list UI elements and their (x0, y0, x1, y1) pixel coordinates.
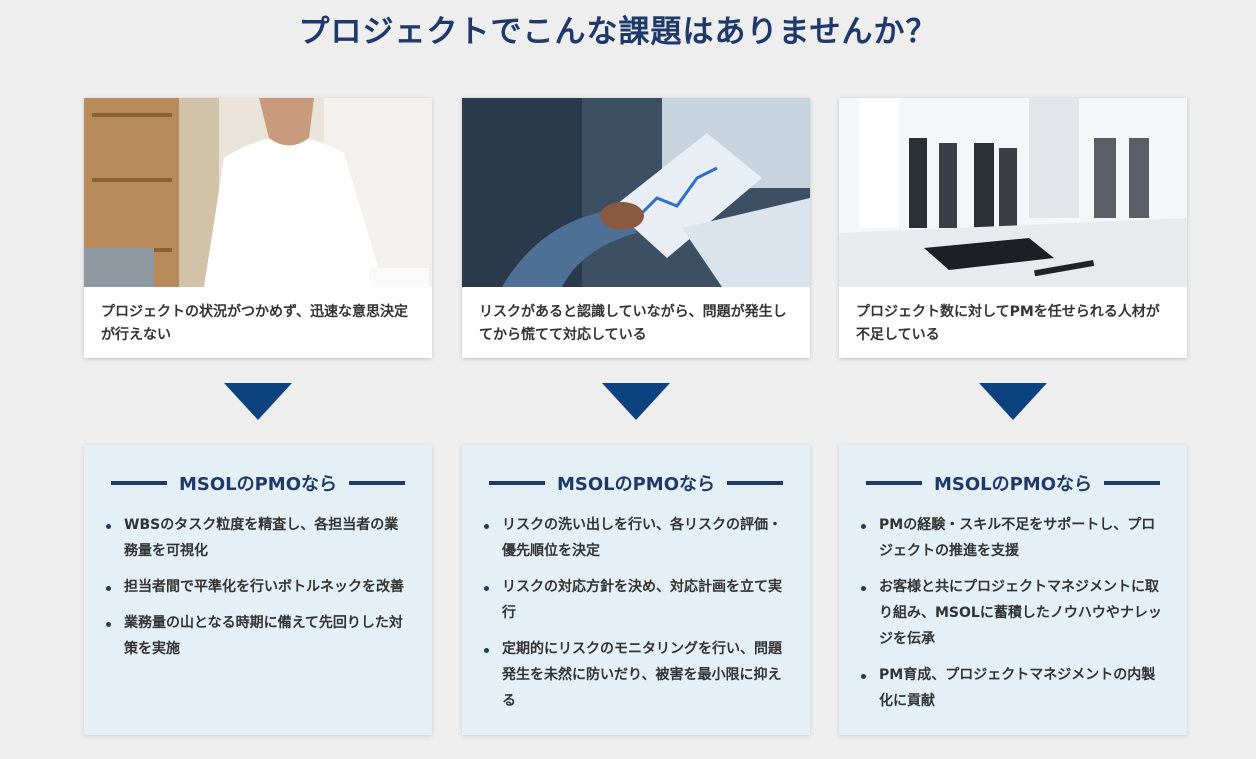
issue-column-3: プロジェクト数に対してPMを任せられる人材が不足している MSOLのPMOなら … (839, 98, 1187, 735)
bullet-icon (861, 674, 866, 679)
solution-title: MSOLのPMOなら (178, 474, 338, 495)
office-meeting-photo (839, 98, 1187, 287)
bullet-icon (861, 586, 866, 591)
solution-heading: MSOLのPMOなら (84, 470, 432, 496)
heading-line-right (349, 481, 406, 485)
page-title: プロジェクトでこんな課題はありませんか？ (298, 14, 938, 50)
heading-line-right (1104, 481, 1161, 485)
down-arrow-icon (979, 383, 1047, 420)
bullet-icon (484, 648, 489, 653)
down-arrow-icon (224, 383, 292, 420)
solution-box: MSOLのPMOなら PMの経験・スキル不足をサポートし、プロジェクトの推進を支… (839, 445, 1187, 735)
problem-text: リスクがあると認識していながら、問題が発生してから慌てて対応している (479, 304, 787, 343)
solution-title: MSOLのPMOなら (933, 474, 1093, 495)
issue-column-1: プロジェクトの状況がつかめず、迅速な意思決定が行えない MSOLのPMOなら W… (84, 98, 432, 735)
problem-card: リスクがあると認識していながら、問題が発生してから慌てて対応している (462, 98, 810, 358)
problem-card: プロジェクト数に対してPMを任せられる人材が不足している (839, 98, 1187, 358)
thinking-businessman-photo (84, 98, 432, 287)
list-item: リスクの洗い出しを行い、各リスクの評価・優先順位を決定 (484, 512, 786, 564)
solution-heading: MSOLのPMOなら (462, 470, 810, 496)
list-item: 担当者間で平準化を行いボトルネックを改善 (106, 574, 408, 600)
list-item: WBSのタスク粒度を精査し、各担当者の業務量を可視化 (106, 512, 408, 564)
list-item: 業務量の山となる時期に備えて先回りした対策を実施 (106, 610, 408, 662)
solution-box: MSOLのPMOなら WBSのタスク粒度を精査し、各担当者の業務量を可視化 担当… (84, 445, 432, 735)
problem-text: プロジェクト数に対してPMを任せられる人材が不足している (856, 304, 1160, 343)
heading-line-left (488, 481, 545, 485)
list-item: リスクの対応方針を決め、対応計画を立て実行 (484, 574, 786, 626)
solution-list: リスクの洗い出しを行い、各リスクの評価・優先順位を決定 リスクの対応方針を決め、… (462, 512, 810, 714)
bullet-icon (484, 586, 489, 591)
problem-card: プロジェクトの状況がつかめず、迅速な意思決定が行えない (84, 98, 432, 358)
list-item: PM育成、プロジェクトマネジメントの内製化に貢献 (861, 662, 1163, 714)
bullet-icon (106, 524, 111, 529)
list-item: 定期的にリスクのモニタリングを行い、問題発生を未然に防いだり、被害を最小限に抑え… (484, 636, 786, 714)
bullet-icon (861, 524, 866, 529)
bullet-icon (484, 524, 489, 529)
bullet-icon (106, 586, 111, 591)
list-item: PMの経験・スキル不足をサポートし、プロジェクトの推進を支援 (861, 512, 1163, 564)
solution-heading: MSOLのPMOなら (839, 470, 1187, 496)
heading-line-left (865, 481, 922, 485)
solution-title: MSOLのPMOなら (556, 474, 716, 495)
down-arrow-icon (602, 383, 670, 420)
bullet-icon (106, 622, 111, 627)
list-item: お客様と共にプロジェクトマネジメントに取り組み、MSOLに蓄積したノウハウやナレ… (861, 574, 1163, 652)
solution-list: PMの経験・スキル不足をサポートし、プロジェクトの推進を支援 お客様と共にプロジ… (839, 512, 1187, 714)
solution-list: WBSのタスク粒度を精査し、各担当者の業務量を可視化 担当者間で平準化を行いボト… (84, 512, 432, 662)
heading-line-left (110, 481, 167, 485)
solution-box: MSOLのPMOなら リスクの洗い出しを行い、各リスクの評価・優先順位を決定 リ… (462, 445, 810, 735)
tablet-chart-photo (462, 98, 810, 287)
problem-text: プロジェクトの状況がつかめず、迅速な意思決定が行えない (101, 304, 409, 343)
heading-line-right (727, 481, 784, 485)
issue-column-2: リスクがあると認識していながら、問題が発生してから慌てて対応している MSOLの… (462, 98, 810, 735)
